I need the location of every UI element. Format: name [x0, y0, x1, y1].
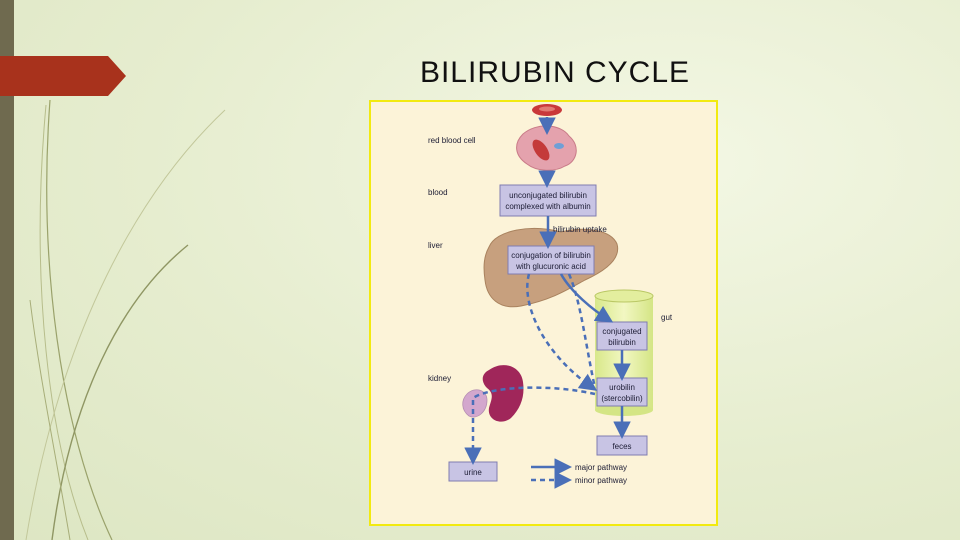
label-liver: liver — [428, 241, 443, 250]
box-unconjugated-text-2: complexed with albumin — [505, 202, 590, 211]
label-kidney: kidney — [428, 374, 451, 383]
box-conjugation — [507, 245, 595, 275]
box-urobilin-text-2: (stercobilin) — [601, 394, 643, 403]
box-unconjugated-text-1: unconjugated bilirubin — [509, 191, 587, 200]
slide-title: BILIRUBIN CYCLE — [419, 56, 691, 89]
box-conjugation-text-1: conjugation of bilirubin — [511, 251, 591, 260]
macrophage-icon — [516, 125, 577, 171]
kidney-icon — [462, 365, 524, 422]
decorative-lines — [25, 99, 226, 540]
box-conjugated-bilirubin — [596, 321, 648, 351]
bilirubin-diagram: red blood cell blood liver kidney gut — [428, 104, 673, 489]
label-red-blood-cell: red blood cell — [428, 136, 476, 145]
red-blood-cell-icon — [532, 104, 562, 116]
legend-minor-label: minor pathway — [575, 476, 627, 485]
box-urine-text: urine — [464, 468, 482, 477]
label-gut: gut — [661, 313, 673, 322]
label-blood: blood — [428, 188, 448, 197]
annotation-bilirubin-uptake: bilirubin uptake — [553, 225, 607, 234]
box-feces-text: feces — [612, 442, 631, 451]
box-unconjugated-bilirubin — [499, 184, 597, 217]
major-pathway-arrows — [538, 117, 631, 439]
box-urobilin-text-1: urobilin — [609, 383, 635, 392]
box-conjugation-text-2: with glucuronic acid — [515, 262, 586, 271]
legend-major-label: major pathway — [575, 463, 627, 472]
box-conjugated-text-2: bilirubin — [608, 338, 636, 347]
title-accent-tab — [0, 56, 126, 96]
minor-pathway-arrows — [464, 273, 598, 465]
box-conjugated-text-1: conjugated — [602, 327, 641, 336]
diagram-frame: red blood cell blood liver kidney gut — [369, 100, 718, 526]
left-accent-bar — [0, 0, 14, 540]
